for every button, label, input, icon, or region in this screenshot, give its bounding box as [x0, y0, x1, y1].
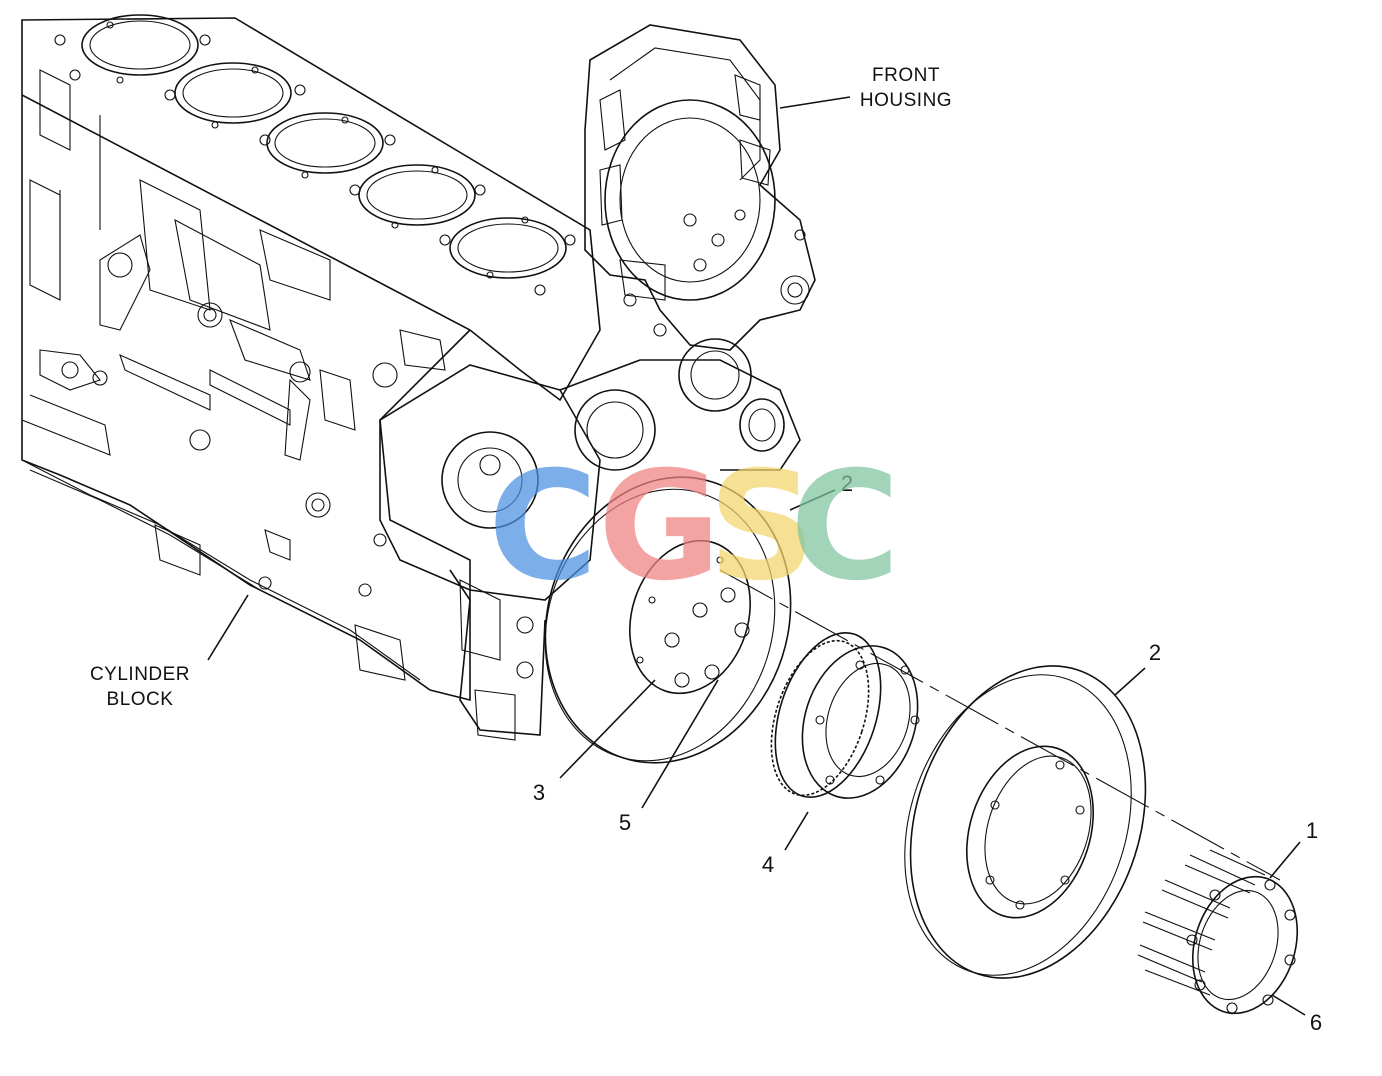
cylinder-bores	[81, 14, 567, 279]
callout-1: 1	[1306, 818, 1318, 843]
front-housing	[584, 24, 816, 351]
block-side-details	[21, 69, 446, 681]
callout-2-lower: 2	[1149, 640, 1161, 665]
cylinder-block	[21, 14, 601, 702]
pulley	[770, 632, 920, 799]
watermark-logo: C G S C	[488, 440, 900, 614]
deck-bolt-holes	[54, 21, 576, 296]
watermark-letter-4: C	[790, 440, 900, 614]
leader-lines	[207, 96, 1306, 1016]
assembly-centerline	[719, 569, 1281, 881]
damper-disc-upper	[544, 476, 792, 764]
damper-disc-lower	[904, 665, 1147, 979]
callout-4: 4	[762, 852, 774, 877]
watermark-letter-2: G	[598, 440, 721, 614]
timing-gear-cover	[379, 338, 801, 741]
front-housing-label-line1: FRONT	[872, 65, 940, 86]
callout-6: 6	[1310, 1010, 1322, 1035]
callout-5: 5	[619, 810, 631, 835]
watermark-letter-3: S	[708, 440, 816, 614]
cylinder-block-label-line2: BLOCK	[107, 689, 174, 710]
cylinder-block-label-line1: CYLINDER	[90, 664, 190, 685]
front-housing-label-line2: HOUSING	[860, 90, 952, 111]
callout-3: 3	[533, 780, 545, 805]
spacer-with-bolts	[1137, 849, 1299, 1015]
watermark-letter-1: C	[488, 440, 598, 614]
callout-2-upper: 2	[841, 471, 853, 496]
